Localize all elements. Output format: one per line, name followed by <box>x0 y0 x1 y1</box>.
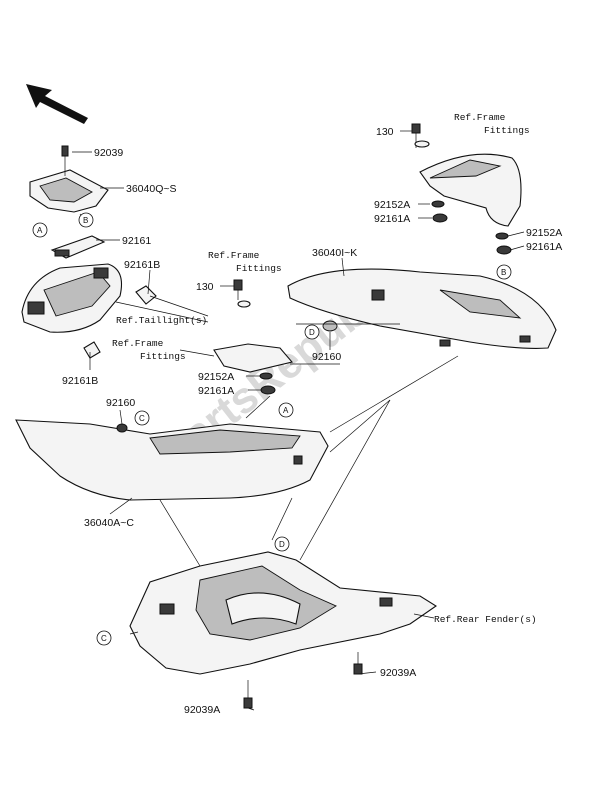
washer-92152a-left <box>431 200 445 208</box>
svg-text:C: C <box>101 634 107 643</box>
grommet-92161a-left <box>432 213 448 223</box>
ref-rear-fender: Ref.Rear Fender(s) <box>434 614 537 625</box>
label-92039a-bottom: 92039A <box>184 704 220 716</box>
svg-text:C: C <box>139 414 145 423</box>
label-92039a-right: 92039A <box>380 667 416 679</box>
label-92039: 92039 <box>94 147 123 159</box>
ref-frame-left-line1: Ref.Frame <box>112 338 164 349</box>
callout-a-2: A <box>278 402 294 418</box>
label-92161b-top: 92161B <box>124 259 160 271</box>
label-92152a-mid: 92152A <box>198 371 234 383</box>
callout-b-2: B <box>496 264 512 280</box>
callout-d-1: D <box>304 324 320 340</box>
label-92161a-left: 92161A <box>374 213 410 225</box>
svg-text:B: B <box>83 216 88 225</box>
label-130-mid: 130 <box>196 281 214 293</box>
washer-92152a-mid <box>259 372 273 380</box>
ref-frame-left-line2: Fittings <box>140 351 186 362</box>
grab-handle-bracket <box>419 153 522 227</box>
seat-cover-lower-36040a-c <box>15 419 329 501</box>
seat-cowl-top-piece <box>29 145 109 213</box>
label-92152a-right: 92152A <box>526 227 562 239</box>
svg-text:A: A <box>37 226 43 235</box>
label-92152a-left: 92152A <box>374 199 410 211</box>
taillight-cover <box>21 263 123 333</box>
grommet-92161a-mid <box>260 385 276 395</box>
rear-fender-undertray <box>129 551 438 675</box>
leader-lines <box>72 130 525 711</box>
bolt-130-right <box>411 123 430 148</box>
callout-c-2: C <box>96 630 112 646</box>
direction-arrow-icon <box>26 84 88 124</box>
label-36040a-c: 36040A~C <box>84 517 134 529</box>
label-92160-left: 92160 <box>106 397 135 409</box>
seat-cover-right-36040i-k <box>287 268 557 349</box>
ref-frame-top-line2: Fittings <box>484 125 530 136</box>
grommet-92161a-right <box>496 245 512 255</box>
grommet-92161b-top <box>135 285 157 305</box>
label-92161b-bottom: 92161B <box>62 375 98 387</box>
label-36040q-s: 36040Q~S <box>126 183 177 195</box>
ref-frame-mid-line2: Fittings <box>236 263 282 274</box>
callout-c-1: C <box>134 410 150 426</box>
ref-frame-top-line1: Ref.Frame <box>454 112 506 123</box>
svg-text:D: D <box>279 540 285 549</box>
label-36040i-k: 36040I~K <box>312 247 357 259</box>
label-92161a-mid: 92161A <box>198 385 234 397</box>
label-92160-right: 92160 <box>312 351 341 363</box>
grommet-92160-right <box>322 320 338 332</box>
callout-b-1: B <box>78 212 94 228</box>
washer-92152a-right <box>495 232 509 240</box>
mid-frame-bracket <box>213 343 294 373</box>
svg-text:B: B <box>501 268 506 277</box>
callout-d-2: D <box>274 536 290 552</box>
label-92161: 92161 <box>122 235 151 247</box>
label-92161a-right: 92161A <box>526 241 562 253</box>
svg-text:A: A <box>283 406 289 415</box>
svg-text:D: D <box>309 328 315 337</box>
callout-a-1: A <box>32 222 48 238</box>
bracket-92161 <box>50 235 106 259</box>
bolt-130-mid <box>233 279 251 308</box>
bolt-92039a-bottom <box>243 680 253 709</box>
ref-taillight: Ref.Taillight(s) <box>116 315 207 326</box>
grommet-92161b-bottom <box>83 341 101 359</box>
ref-frame-mid-line1: Ref.Frame <box>208 250 260 261</box>
bolt-92039a-right <box>353 652 363 675</box>
label-130-right: 130 <box>376 126 394 138</box>
